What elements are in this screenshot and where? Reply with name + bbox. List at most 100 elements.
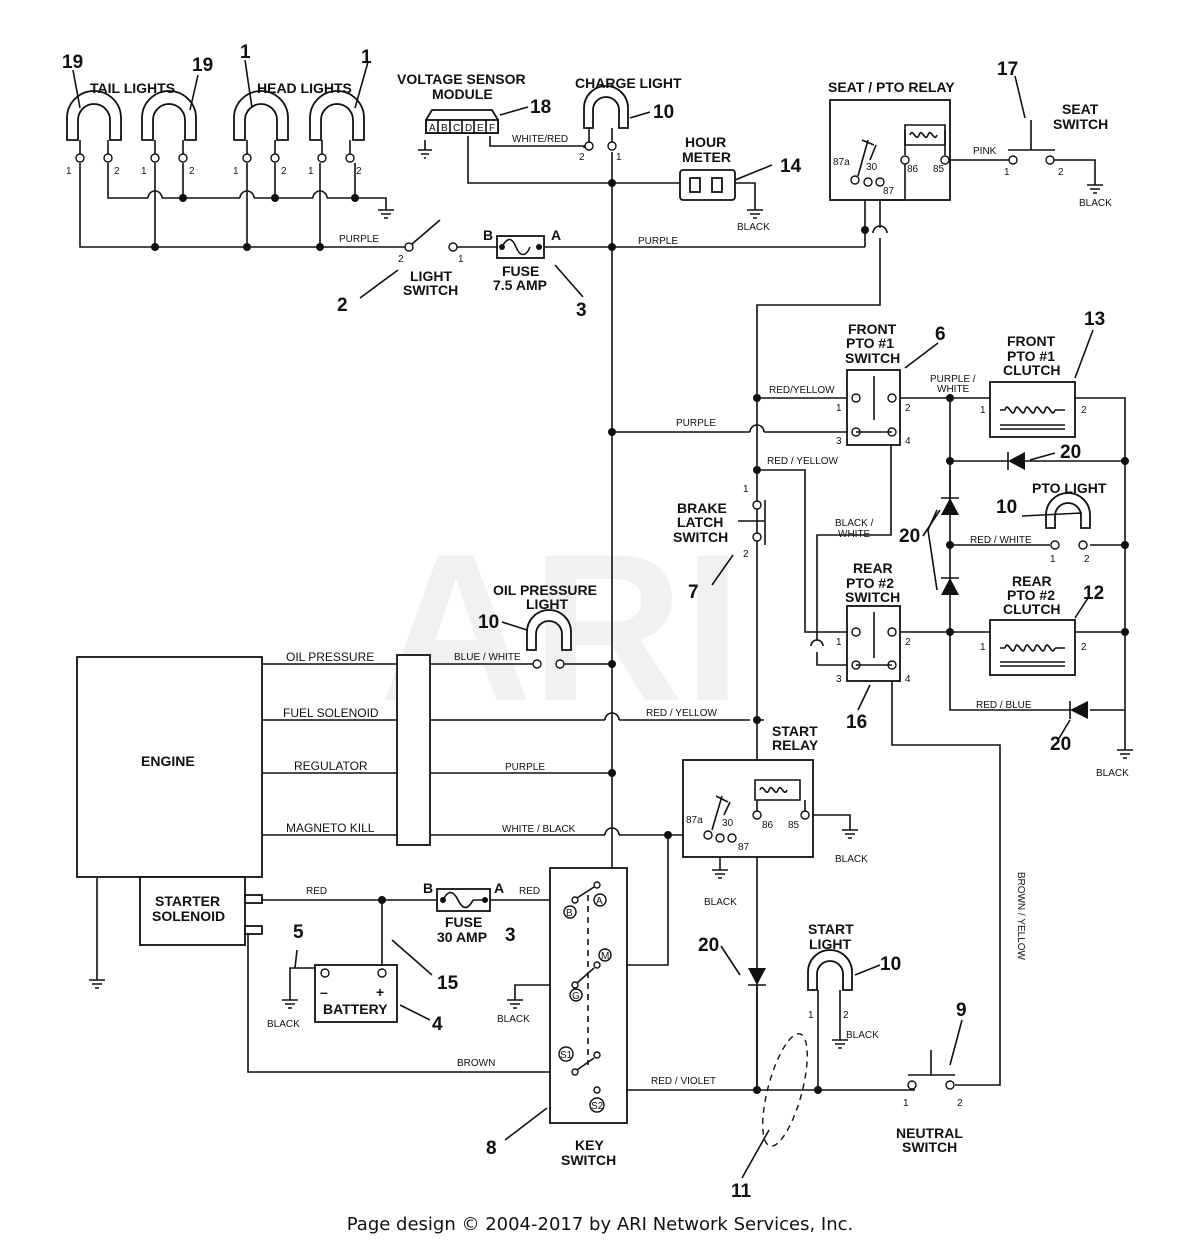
pin: 1 — [836, 637, 842, 648]
seat-switch: 1 2 — [1004, 120, 1064, 178]
front-pto-switch-label: FRONT — [848, 321, 897, 337]
pin: 1 — [1004, 167, 1010, 178]
tail-lights-label: TAIL LIGHTS — [90, 80, 175, 96]
terminal-30: 30 — [722, 818, 734, 829]
pin: 4 — [905, 674, 911, 685]
fuse-a-terminal: A — [494, 880, 504, 896]
wire-label: WHITE / BLACK — [502, 824, 576, 835]
callout: 10 — [880, 954, 901, 975]
terminal-86: 86 — [762, 820, 774, 831]
callout: 9 — [956, 1000, 967, 1021]
wire-label: RED / YELLOW — [646, 708, 718, 719]
terminal-s2: S2 — [591, 1101, 604, 1112]
diodes — [748, 452, 1088, 986]
start-relay: 87a 30 87 86 85 — [682, 759, 814, 858]
callout: 20 — [899, 526, 920, 547]
start-relay-label: START — [772, 723, 818, 739]
fuse-label: FUSE — [502, 263, 539, 279]
pto-light-label: PTO LIGHT — [1032, 480, 1107, 496]
wire-label: BLACK / — [835, 518, 874, 529]
pin: 2 — [398, 254, 404, 265]
engine-terminal: FUEL SOLENOID — [283, 706, 379, 720]
hour-meter-label-2: METER — [682, 149, 731, 165]
oil-pressure-light-label: OIL PRESSURE — [493, 582, 597, 598]
pin: 2 — [905, 637, 911, 648]
pin: 3 — [836, 436, 842, 447]
neutral-switch-label: NEUTRAL — [896, 1125, 963, 1141]
seat-switch-label-2: SWITCH — [1053, 116, 1108, 132]
callout: 19 — [62, 52, 83, 73]
svg-text:2: 2 — [281, 166, 287, 177]
head-light-left — [233, 90, 289, 163]
fuse-b-terminal: B — [483, 227, 493, 243]
terminal-86: 86 — [907, 164, 919, 175]
brake-latch-label: BRAKE — [677, 500, 727, 516]
hour-meter — [679, 169, 736, 201]
starter-solenoid-label: STARTER — [155, 893, 220, 909]
engine-terminal: MAGNETO KILL — [286, 821, 375, 835]
callout: 1 — [240, 42, 251, 63]
voltage-sensor-label-2: MODULE — [432, 86, 493, 102]
callout: 3 — [576, 300, 587, 321]
wire-label: BLACK — [497, 1014, 530, 1025]
callout: 10 — [996, 497, 1017, 518]
neutral-switch-label-2: SWITCH — [902, 1139, 957, 1155]
start-light-label: START — [808, 921, 854, 937]
svg-text:1: 1 — [308, 166, 314, 177]
seat-switch-label: SEAT — [1062, 101, 1099, 117]
wire-label: RED / BLUE — [976, 700, 1032, 711]
wire-label: PURPLE — [339, 234, 379, 245]
terminal-a: A — [596, 896, 603, 907]
fuse-7-5-amp: B A — [483, 227, 561, 259]
pin: 1 — [458, 254, 464, 265]
callout: 4 — [432, 1014, 443, 1035]
pin: 1 — [903, 1098, 909, 1109]
terminal-m: M — [601, 951, 609, 962]
key-switch-label-2: SWITCH — [561, 1152, 616, 1168]
svg-text:2: 2 — [843, 1010, 849, 1021]
callout: 19 — [192, 55, 213, 76]
terminal-30: 30 — [866, 162, 878, 173]
svg-text:2: 2 — [356, 166, 362, 177]
light-switch: 2 1 — [398, 219, 464, 265]
callout: 20 — [1060, 442, 1081, 463]
callout: 14 — [780, 156, 802, 177]
front-pto-clutch-label-3: CLUTCH — [1003, 362, 1061, 378]
pin-c: C — [453, 123, 460, 134]
svg-text:1: 1 — [616, 152, 622, 163]
starter-solenoid-label-2: SOLENOID — [152, 908, 225, 924]
tail-light-left — [66, 90, 122, 163]
battery-label: BATTERY — [323, 1001, 388, 1017]
callout: 16 — [846, 712, 867, 733]
rear-pto-clutch-label-2: PTO #2 — [1007, 587, 1055, 603]
wire-label: WHITE — [937, 384, 970, 395]
voltage-sensor-module: A B C D E F — [425, 109, 499, 134]
wire-label: PURPLE — [676, 418, 716, 429]
rear-pto-switch: 1 2 3 4 — [836, 605, 911, 685]
rear-pto-clutch: 1 2 — [980, 619, 1087, 676]
pin: 1 — [836, 403, 842, 414]
callout: 11 — [731, 1181, 752, 1202]
start-relay-label-2: RELAY — [772, 737, 819, 753]
component-labels: TAIL LIGHTS HEAD LIGHTS VOLTAGE SENSOR M… — [90, 71, 1108, 1168]
wire-label: RED / WHITE — [970, 535, 1032, 546]
pin-f: F — [489, 123, 495, 134]
start-light-label-2: LIGHT — [809, 936, 851, 952]
svg-text:1: 1 — [66, 166, 72, 177]
wire-label: RED — [306, 886, 327, 897]
wire-label: BLACK — [1096, 768, 1129, 779]
callout: 6 — [935, 324, 946, 345]
charge-light-label: CHARGE LIGHT — [575, 75, 682, 91]
wire-label: RED — [519, 886, 540, 897]
voltage-sensor-label: VOLTAGE SENSOR — [397, 71, 526, 87]
harness-ellipse — [762, 1033, 808, 1147]
wire-label: BLACK — [835, 854, 868, 865]
front-pto-switch-label-3: SWITCH — [845, 350, 900, 366]
wire-label: BLACK — [704, 897, 737, 908]
callout: 13 — [1084, 309, 1105, 330]
seat-pto-relay-label: SEAT / PTO RELAY — [828, 79, 955, 95]
wire-label: WHITE/RED — [512, 134, 568, 145]
front-pto-clutch: 1 2 — [980, 381, 1087, 438]
